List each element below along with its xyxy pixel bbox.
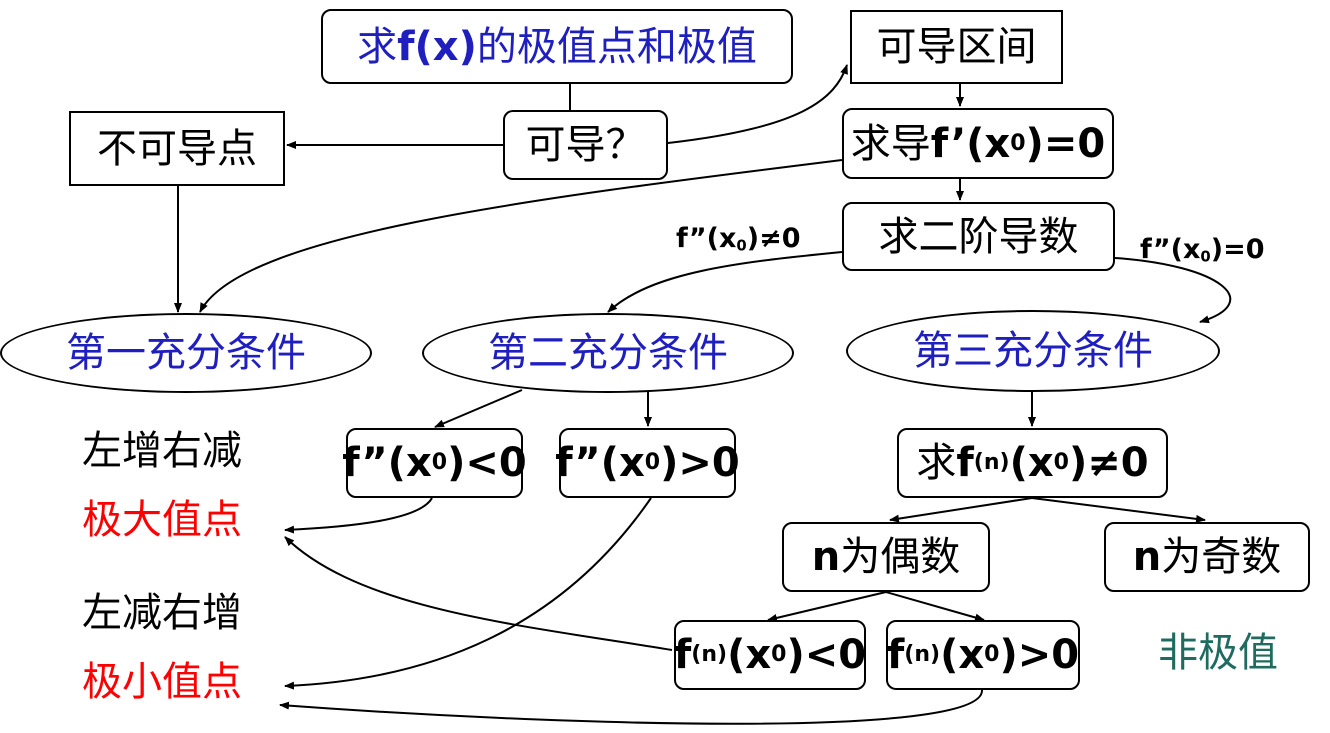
title-prefix: 求 — [357, 23, 398, 70]
fn-gt-rest: )>0 — [999, 632, 1080, 678]
third-sufficient-condition: 第三充分条件 — [846, 310, 1220, 392]
arrow-second-to-second-condition — [607, 251, 843, 313]
arrow-f2-lt-to-local-max — [284, 497, 433, 534]
nth-rest: )≠0 — [1068, 440, 1149, 486]
arrow-even-to-fn-gt — [885, 591, 985, 622]
f2-lt-rest: )<0 — [447, 440, 527, 486]
label-f2-not-zero: f”(x0)≠0 — [676, 225, 800, 254]
title-fx: f(x) — [397, 23, 477, 70]
nth-x: (x — [1009, 440, 1054, 486]
not-extremum-text: 非极值 — [1158, 630, 1278, 676]
decrease-increase-text: 左减右增 — [82, 590, 242, 636]
differentiable-question-label: 可导？ — [525, 122, 646, 168]
arrow-nth-to-odd — [1031, 497, 1206, 523]
fn-lt-rest: )<0 — [786, 632, 867, 678]
label-f2-equals-zero-f: f”(x — [1140, 234, 1201, 265]
arrow-fn-lt-to-local-max — [284, 536, 673, 651]
label-f2-equals-zero-rest: )=0 — [1210, 234, 1265, 265]
arrow-second-to-third-condition — [1114, 257, 1232, 324]
label-f2-not-zero-f: f”(x — [676, 223, 737, 254]
third-condition-label: 第三充分条件 — [913, 328, 1153, 374]
label-f2-not-zero-rest: )≠0 — [746, 223, 801, 254]
label-f2-equals-zero-sub: 0 — [1200, 247, 1211, 266]
derivative-zero-sub: 0 — [1010, 130, 1026, 156]
f2-gt-f: f”(x — [555, 440, 645, 486]
n-odd-n: n — [1132, 534, 1162, 580]
fn-gt-sup: (n) — [904, 642, 941, 667]
nth-prefix: 求 — [916, 440, 957, 486]
f2-lt-sub: 0 — [431, 450, 448, 475]
arrow-even-to-fn-lt — [767, 591, 887, 622]
non-differentiable-point-box: 不可导点 — [69, 111, 285, 186]
non-differentiable-point-label: 不可导点 — [97, 125, 257, 172]
nth-sup: (n) — [973, 450, 1010, 475]
differentiable-interval-label: 可导区间 — [876, 24, 1037, 70]
nth-f: f — [956, 440, 974, 486]
fn-lt-sub: 0 — [771, 642, 787, 667]
fn-lt-x: (x — [727, 632, 772, 678]
first-condition-label: 第一充分条件 — [66, 330, 306, 376]
nth-sub: 0 — [1053, 450, 1069, 475]
fn-gt-f: f — [886, 632, 905, 678]
f2-gt-sub: 0 — [644, 450, 661, 475]
f2-gt-rest: )>0 — [660, 440, 740, 486]
derivative-zero-prefix: 求导 — [850, 120, 931, 167]
n-odd-text: 为奇数 — [1161, 534, 1282, 580]
first-sufficient-condition: 第一充分条件 — [0, 313, 372, 393]
differentiable-interval-box: 可导区间 — [850, 10, 1063, 84]
derivative-zero-rest: )=0 — [1025, 120, 1106, 167]
increase-decrease-text: 左增右减 — [82, 428, 242, 474]
second-derivative-label: 求二阶导数 — [878, 213, 1079, 260]
local-minimum-text: 极小值点 — [82, 659, 242, 705]
n-even-n: n — [811, 534, 841, 580]
arrow-second-condition-to-f2-lt — [434, 389, 523, 428]
fn-lt-f: f — [673, 632, 692, 678]
derivative-zero-f: f’(x — [930, 120, 1011, 167]
differentiable-question-box: 可导？ — [503, 110, 668, 180]
f2-lt-f: f”(x — [342, 440, 432, 486]
title-suffix: 的极值点和极值 — [476, 23, 757, 70]
local-maximum-text: 极大值点 — [82, 497, 242, 543]
arrow-f2-gt-to-local-min — [284, 497, 652, 690]
arrow-nth-to-even — [889, 497, 1033, 523]
second-condition-label: 第二充分条件 — [488, 330, 728, 376]
arrow-fn-gt-to-local-min — [279, 689, 984, 725]
label-f2-not-zero-sub: 0 — [736, 236, 747, 255]
second-derivative-box: 求二阶导数 — [842, 202, 1115, 271]
label-f2-equals-zero: f”(x0)=0 — [1140, 236, 1264, 265]
fn-gt-x: (x — [940, 632, 985, 678]
fn-gt-sub: 0 — [984, 642, 1000, 667]
n-even-text: 为偶数 — [840, 534, 961, 580]
fn-lt-sup: (n) — [691, 642, 728, 667]
second-sufficient-condition: 第二充分条件 — [422, 313, 794, 393]
